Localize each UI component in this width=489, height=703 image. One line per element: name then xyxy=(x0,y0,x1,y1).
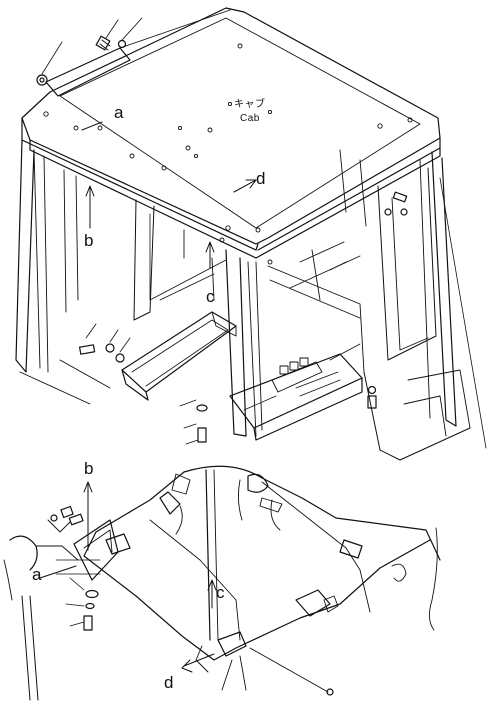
cab-label-jp: キャブ xyxy=(234,99,266,110)
cab-roof xyxy=(21,7,441,265)
indicator-arrows-top xyxy=(81,121,257,269)
fasteners-top xyxy=(36,17,408,445)
callout-b-top: b xyxy=(84,231,94,250)
callout-c-bottom: c xyxy=(216,583,225,602)
cab-frame xyxy=(15,139,471,461)
duct-and-controller xyxy=(121,311,363,441)
callout-b-bottom: b xyxy=(84,459,94,478)
callout-d-bottom: d xyxy=(164,673,174,692)
callout-c-top: c xyxy=(206,287,215,306)
cab-label-en: Cab xyxy=(240,113,260,124)
harness-assembly xyxy=(3,465,441,701)
callout-a-top: a xyxy=(114,103,124,122)
roof-harness-top xyxy=(183,149,487,449)
callout-d-top: d xyxy=(256,169,266,188)
callout-a-bottom: a xyxy=(32,565,42,584)
indicator-arrows-bottom xyxy=(39,481,217,673)
